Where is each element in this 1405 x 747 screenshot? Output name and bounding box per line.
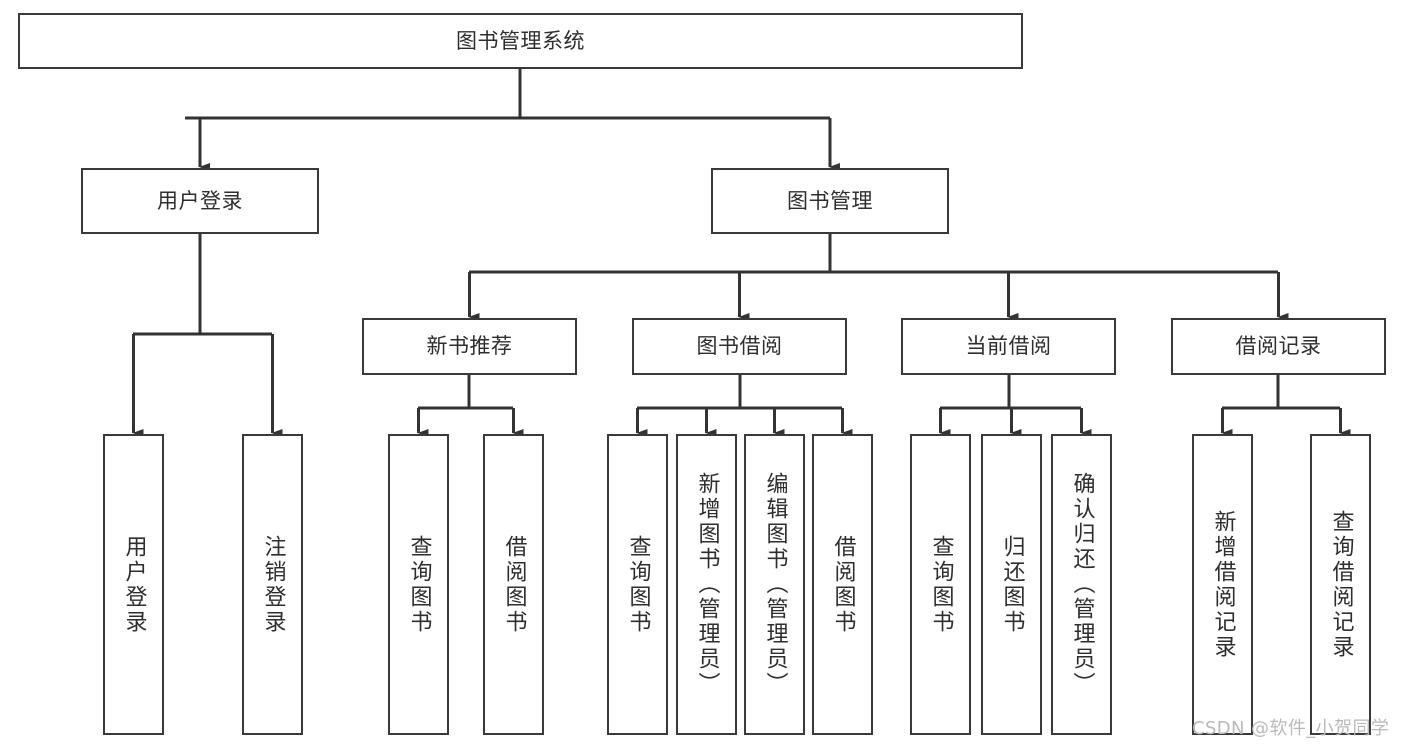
leaf-query-book-borrow[interactable]: 查询图书 (607, 434, 668, 735)
node-label: 注销登录 (260, 534, 286, 635)
node-label: 借阅图书 (501, 534, 527, 635)
leaf-logout[interactable]: 注销登录 (242, 434, 303, 735)
node-book-management[interactable]: 图书管理 (711, 168, 949, 234)
leaf-user-login[interactable]: 用户登录 (103, 434, 164, 735)
node-new-book-recommendation[interactable]: 新书推荐 (362, 318, 577, 375)
leaf-add-book-admin[interactable]: 新增图书（管理员） (676, 434, 737, 735)
node-label: 借阅图书 (830, 534, 856, 635)
leaf-query-book-current[interactable]: 查询图书 (910, 434, 971, 735)
node-label: 查询借阅记录 (1328, 509, 1354, 660)
leaf-confirm-return-admin[interactable]: 确认归还（管理员） (1051, 434, 1112, 735)
node-label: 查询图书 (625, 534, 651, 635)
leaf-query-borrow-record[interactable]: 查询借阅记录 (1310, 434, 1371, 735)
node-label: 图书借阅 (696, 334, 783, 359)
node-label: 当前借阅 (965, 334, 1052, 359)
node-book-borrowing[interactable]: 图书借阅 (632, 318, 847, 375)
leaf-query-book-recommend[interactable]: 查询图书 (388, 434, 449, 735)
node-label: 归还图书 (999, 534, 1025, 635)
node-label: 新增借阅记录 (1210, 509, 1236, 660)
leaf-borrow-book-recommend[interactable]: 借阅图书 (483, 434, 544, 735)
leaf-borrow-book[interactable]: 借阅图书 (812, 434, 873, 735)
node-label: 编辑图书（管理员） (762, 472, 788, 697)
leaf-edit-book-admin[interactable]: 编辑图书（管理员） (744, 434, 805, 735)
leaf-return-book[interactable]: 归还图书 (981, 434, 1042, 735)
node-current-borrowing[interactable]: 当前借阅 (901, 318, 1116, 375)
node-label: 新书推荐 (426, 334, 513, 359)
node-label: 用户登录 (121, 534, 147, 635)
node-label: 确认归还（管理员） (1069, 472, 1095, 697)
node-label: 图书管理系统 (456, 28, 585, 53)
node-label: 查询图书 (928, 534, 954, 635)
node-label: 查询图书 (406, 534, 432, 635)
node-label: 图书管理 (787, 188, 873, 213)
node-label: 借阅记录 (1235, 334, 1322, 359)
node-borrow-records[interactable]: 借阅记录 (1171, 318, 1386, 375)
node-user-login[interactable]: 用户登录 (81, 168, 319, 234)
node-label: 新增图书（管理员） (694, 472, 720, 697)
node-label: 用户登录 (157, 188, 243, 213)
node-root-system[interactable]: 图书管理系统 (18, 13, 1023, 69)
leaf-add-borrow-record[interactable]: 新增借阅记录 (1192, 434, 1253, 735)
